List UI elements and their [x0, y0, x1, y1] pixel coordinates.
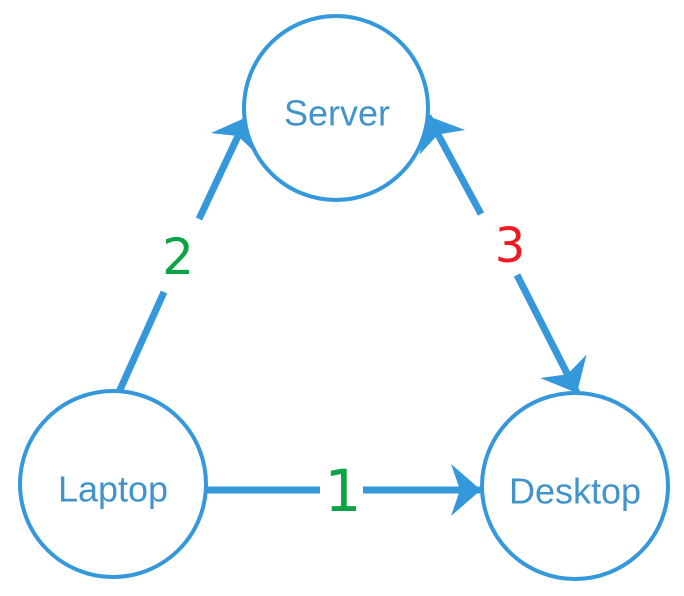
edge-laptop-desktop: 1: [204, 457, 481, 525]
node-server-label: Server: [284, 93, 390, 134]
node-laptop: Laptop: [18, 389, 208, 579]
edge-laptop-server-arrow-segment: [195, 115, 258, 221]
node-desktop: Desktop: [480, 391, 670, 581]
edge-laptop-server: 2: [115, 115, 258, 394]
node-desktop-circle: [480, 391, 670, 581]
edge-label-1: 1: [325, 457, 362, 525]
edge-label-2: 2: [162, 228, 194, 286]
node-laptop-circle: [18, 389, 208, 579]
edge-server-desktop-arrow-segment-bottom: [513, 273, 587, 395]
edge-server-desktop: 3: [419, 114, 587, 395]
node-server-circle: [242, 14, 430, 202]
node-laptop-label: Laptop: [58, 469, 168, 510]
node-server: Server: [242, 14, 430, 202]
edge-label-3: 3: [495, 218, 526, 274]
node-desktop-label: Desktop: [509, 471, 641, 512]
edge-server-desktop-arrow-segment-top: [419, 114, 485, 216]
edge-laptop-server-segment: [115, 290, 168, 394]
